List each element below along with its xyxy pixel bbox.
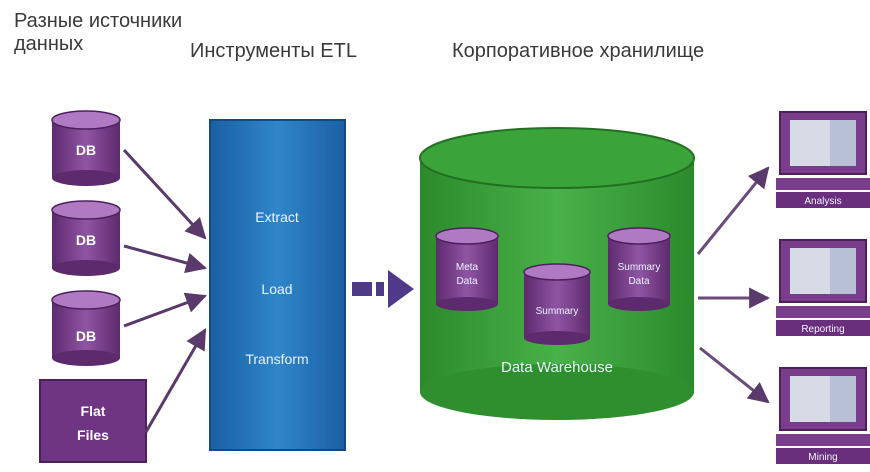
source-db-2-label: DB <box>76 232 96 248</box>
summary-data-cylinder: Summary Data <box>607 227 671 311</box>
source-db-3-label: DB <box>76 328 96 344</box>
meta-data-label-line1: Meta <box>456 262 479 273</box>
source-db-1: DB <box>51 110 121 186</box>
arrow-etl-warehouse <box>352 270 414 308</box>
source-arrows <box>122 148 208 433</box>
output-arrows <box>696 166 771 404</box>
meta-data-label-line2: Data <box>456 276 478 287</box>
etl-heading: Инструменты ETL <box>190 40 357 62</box>
meta-data-cylinder: Meta Data <box>435 227 499 311</box>
summary-label: Summary <box>536 306 579 317</box>
output-mining: Mining <box>776 367 870 464</box>
arrow-to-analysis <box>696 166 770 255</box>
etl-step-extract: Extract <box>255 209 299 225</box>
source-db-2: DB <box>51 200 121 276</box>
flat-files-label-line1: Flat <box>81 403 106 419</box>
etl-step-transform: Transform <box>245 351 308 367</box>
etl-step-load: Load <box>261 281 292 297</box>
output-reporting-label: Reporting <box>801 324 844 335</box>
arrow-to-mining <box>699 346 770 404</box>
sources-heading: Разные источники данных <box>14 10 183 55</box>
warehouse-title: Data Warehouse <box>501 359 613 376</box>
output-reporting: Reporting <box>776 239 870 336</box>
arrow-db1-etl <box>122 148 207 240</box>
etl-tool-block: Extract Load Transform <box>209 119 346 451</box>
arrow-db2-etl <box>123 244 208 274</box>
summary-data-label-line1: Summary <box>618 262 661 273</box>
warehouse-heading: Корпоративное хранилище <box>452 40 705 62</box>
arrow-files-etl <box>144 328 207 433</box>
source-flat-files: Flat Files <box>39 379 147 463</box>
source-db-1-label: DB <box>76 142 96 158</box>
flat-files-label-line2: Files <box>77 427 109 443</box>
source-db-3: DB <box>51 290 121 366</box>
summary-data-label-line2: Data <box>628 276 650 287</box>
output-analysis-label: Analysis <box>804 196 841 207</box>
summary-cylinder: Summary <box>523 263 591 345</box>
arrow-db3-etl <box>123 292 207 328</box>
output-mining-label: Mining <box>808 452 837 463</box>
output-analysis: Analysis <box>776 111 870 208</box>
